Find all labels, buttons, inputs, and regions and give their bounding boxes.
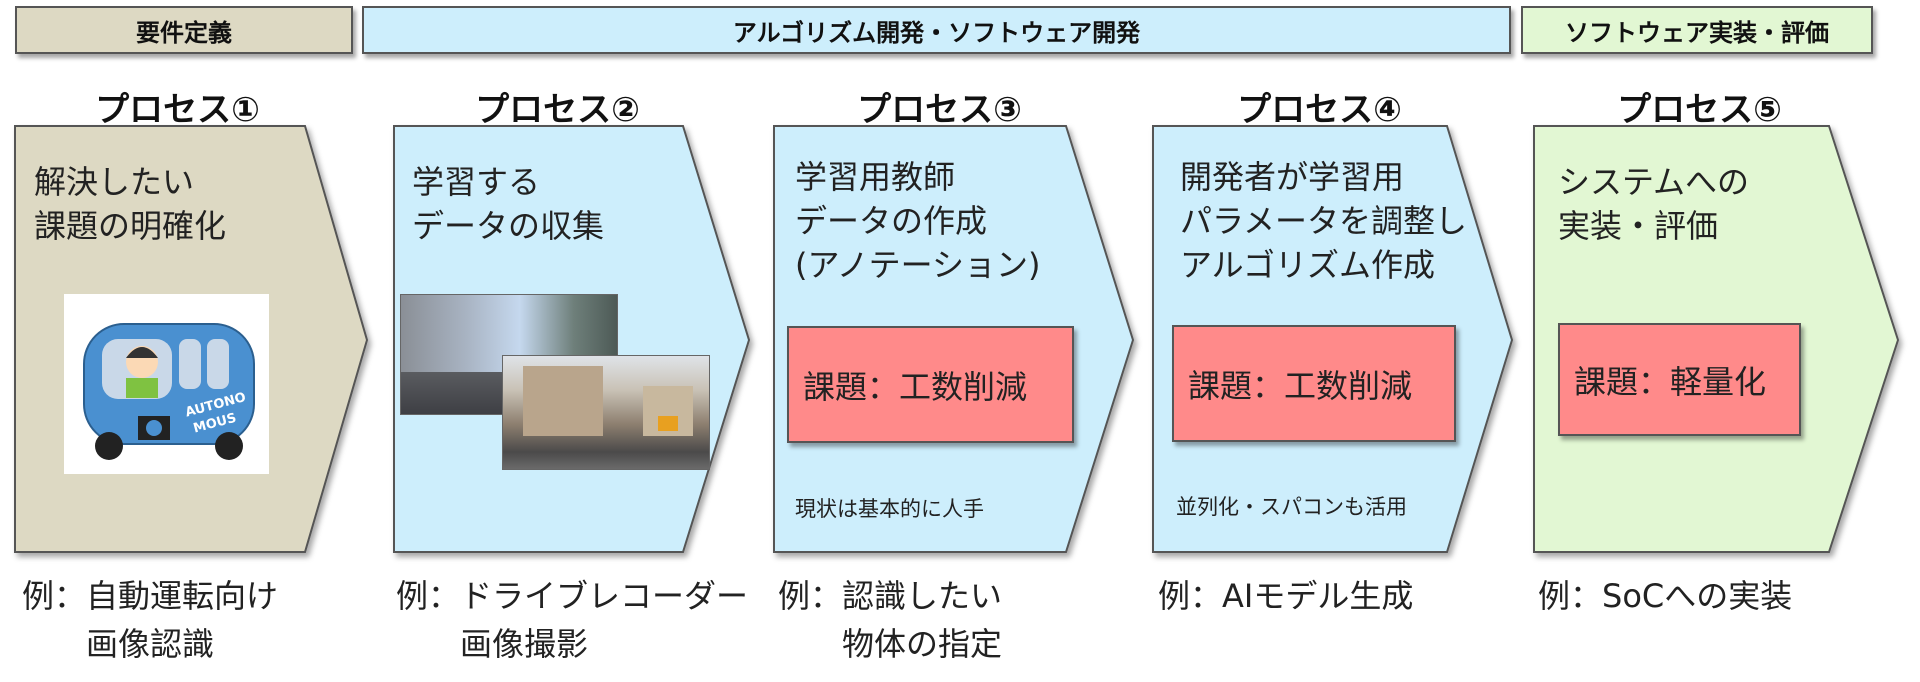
process-desc-3: 学習用教師 データの作成 (アノテーション) [795,158,1041,284]
process-title-3: プロセス③ [857,90,1022,130]
process-desc-4: 開発者が学習用 パラメータを調整し アルゴリズム作成 [1180,158,1468,284]
process-title-4: プロセス④ [1237,90,1402,130]
example-process-5: 例：SoCへの実装 [1538,577,1793,615]
issue-box-5: 課題：軽量化 [1558,323,1801,436]
example-process-1: 例：自動運転向け 画像認識 [22,577,279,663]
car-icon: AUTONO MOUS [83,323,255,460]
issue-box-4: 課題：工数削減 [1172,325,1456,442]
street-photo-2 [502,355,710,470]
example-process-3: 例：認識したい 物体の指定 [778,577,1003,663]
process-desc-1: 解決したい 課題の明確化 [34,163,227,245]
note-process-3: 現状は基本的に人手 [795,497,984,521]
issue-box-3: 課題：工数削減 [787,326,1074,443]
process-desc-2: 学習する データの収集 [412,163,605,245]
process-title-5: プロセス⑤ [1617,90,1782,130]
process-desc-5: システムへの 実装・評価 [1558,163,1750,245]
phase-algorithm-development: アルゴリズム開発・ソフトウェア開発 [362,6,1511,54]
process-title-2: プロセス② [475,90,640,130]
example-process-4: 例：AIモデル生成 [1158,577,1414,615]
process-title-1: プロセス① [95,90,260,130]
example-process-2: 例：ドライブレコーダー 画像撮影 [396,577,749,663]
note-process-4: 並列化・スパコンも活用 [1176,495,1407,519]
phase-requirements: 要件定義 [15,6,353,54]
autonomous-car-illustration: AUTONO MOUS [64,294,269,474]
phase-implementation: ソフトウェア実装・評価 [1521,6,1873,54]
